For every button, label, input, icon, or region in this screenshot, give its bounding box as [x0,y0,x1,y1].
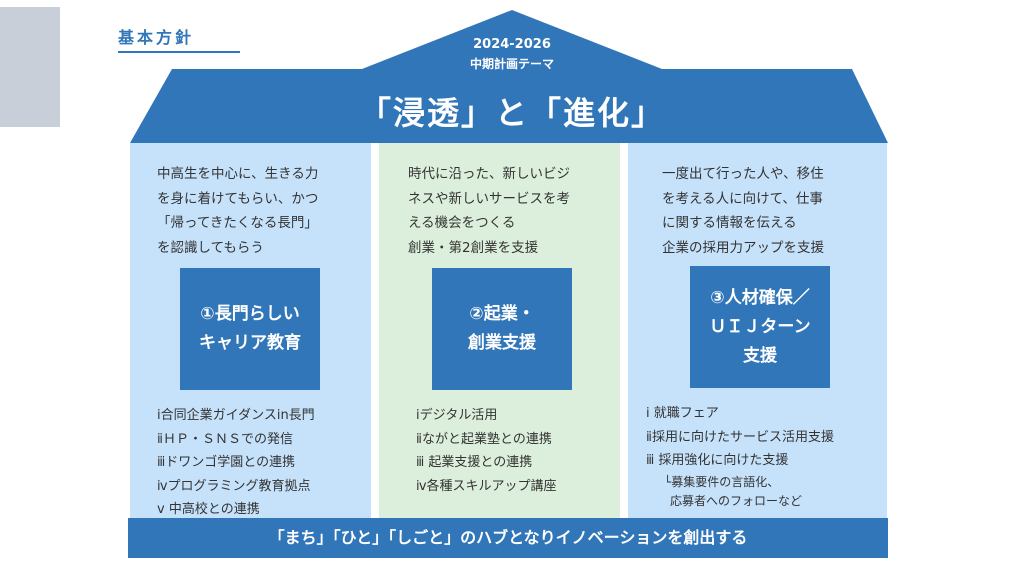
pillar-2-description: 時代に沿った、新しいビジ ネスや新しいサービスを考 える機会をつくる 創業・第2… [408,162,570,260]
sub-item: └募集要件の言語化、 [664,474,780,489]
list-item: ⅲ 採用強化に向けた支援 [646,453,789,468]
title-line: 支援 [743,345,777,366]
list-item: ⅱＨＰ・ＳＮＳでの発信 [157,431,293,447]
section-heading: 基本方針 [118,28,195,47]
desc-line: を認識してもらう [157,239,264,256]
pillar-3-title-box: ③人材確保／ ＵＩＪターン 支援 [690,266,830,388]
list-item: ⅱながと起業塾との連携 [416,431,552,447]
list-item: ⅴ 中高校との連携 [157,502,260,517]
list-item: ⅲドワンゴ学園との連携 [157,455,296,470]
foundation-banner: 「まち」「ひと」「しごと」のハブとなりイノベーションを創出する [128,518,888,558]
title-line: 創業支援 [468,333,536,353]
desc-line: に関する情報を伝える [662,215,797,231]
pillar-2-items: ⅰデジタル活用 ⅱながと起業塾との連携 ⅲ 起業支援との連携 ⅳ各種スキルアップ… [416,404,557,498]
list-item: ⅰ合同企業ガイダンスin長門 [157,408,315,423]
heading-underline [118,51,240,53]
title-line: キャリア教育 [199,333,301,353]
desc-line: 「帰ってきたくなる長門」 [157,215,318,231]
pillar-3-description: 一度出て行った人や、移住 を考える人に向けて、仕事 に関する情報を伝える 企業の… [662,162,824,260]
list-item: ⅰ 就職フェア [646,406,719,421]
title-line: ②起業・ [469,304,535,324]
pillar-1-items: ⅰ合同企業ガイダンスin長門 ⅱＨＰ・ＳＮＳでの発信 ⅲドワンゴ学園との連携 ⅳ… [157,404,315,522]
pillar-1-description: 中高生を中心に、生きる力 を身に着けてもらい、かつ 「帰ってきたくなる長門」 を… [157,162,318,260]
list-item: ⅰデジタル活用 [416,408,498,423]
list-item: ⅲ 起業支援との連携 [416,455,533,470]
desc-line: 企業の採用力アップを支援 [662,239,824,256]
sub-item: 応募者へのフォローなど [670,493,803,508]
desc-line: を身に着けてもらい、かつ [157,190,319,207]
decorative-gray-block [0,7,60,127]
list-item: ⅳ各種スキルアップ講座 [416,478,557,494]
list-item: ⅱ採用に向けたサービス活用支援 [646,429,834,445]
desc-line: を考える人に向けて、仕事 [662,190,823,207]
desc-line: える機会をつくる [408,215,516,231]
desc-line: ネスや新しいサービスを考 [408,190,570,207]
pillar-3-items: ⅰ 就職フェア ⅱ採用に向けたサービス活用支援 ⅲ 採用強化に向けた支援 └募集… [646,402,834,511]
title-line: ①長門らしい [200,304,300,324]
pillar-2-title-box: ②起業・ 創業支援 [432,268,572,390]
roof-shape [130,10,888,143]
plan-years: 2024-2026 [473,37,551,52]
plan-theme-label: 中期計画テーマ [469,57,554,71]
pillar-1-title-box: ①長門らしい キャリア教育 [180,268,320,390]
desc-line: 中高生を中心に、生きる力 [157,166,319,182]
title-line: ③人材確保／ [710,287,810,308]
desc-line: 一度出て行った人や、移住 [662,166,824,182]
plan-theme: 「浸透」と「進化」 [358,94,665,132]
desc-line: 創業・第2創業を支援 [408,239,539,256]
desc-line: 時代に沿った、新しいビジ [408,166,570,182]
title-line: ＵＩＪターン [709,316,811,337]
list-item: ⅳプログラミング教育拠点 [157,478,311,494]
